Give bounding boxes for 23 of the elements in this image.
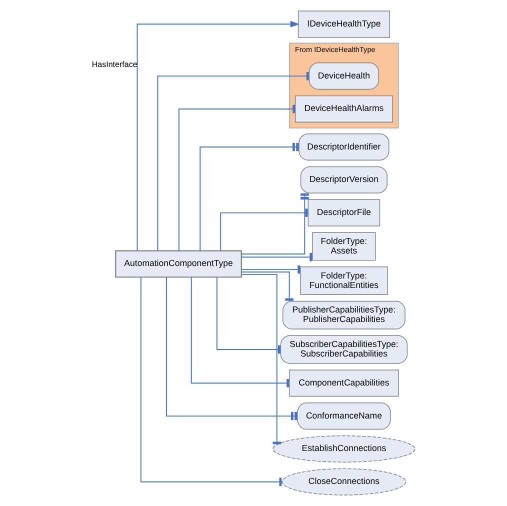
- node-box: AutomationComponentType: [115, 250, 242, 278]
- node-box: IDeviceHealthType: [298, 10, 390, 38]
- node-box: DescriptorVersion: [300, 166, 388, 194]
- node-ellipse: CloseConnections: [282, 468, 406, 496]
- connector: [178, 104, 296, 252]
- connector: [241, 272, 294, 302]
- connector: [166, 276, 298, 420]
- node-box: DescriptorIdentifier: [298, 133, 390, 161]
- node-box: DescriptorFile: [308, 199, 380, 226]
- connector: [200, 142, 300, 252]
- node-box: DeviceHealth: [308, 62, 380, 90]
- node-box: FolderType: Assets: [312, 232, 376, 261]
- node-box: PublisherCapabilitiesType: PublisherCapabilities: [282, 300, 406, 330]
- edge-label: HasInterface: [92, 60, 138, 70]
- node-box: ConformanceName: [297, 402, 391, 430]
- connector: [241, 253, 313, 262]
- node-box: ComponentCapabilities: [289, 370, 399, 397]
- node-box: SubscriberCapabilitiesType: SubscriberCapabilities: [280, 335, 408, 364]
- connector: [190, 276, 290, 388]
- connector: [241, 265, 301, 274]
- node-box: FolderType: FunctionalEntities: [300, 266, 388, 296]
- arrow: [136, 20, 300, 252]
- node-box: DeviceHealthAlarms: [294, 95, 393, 122]
